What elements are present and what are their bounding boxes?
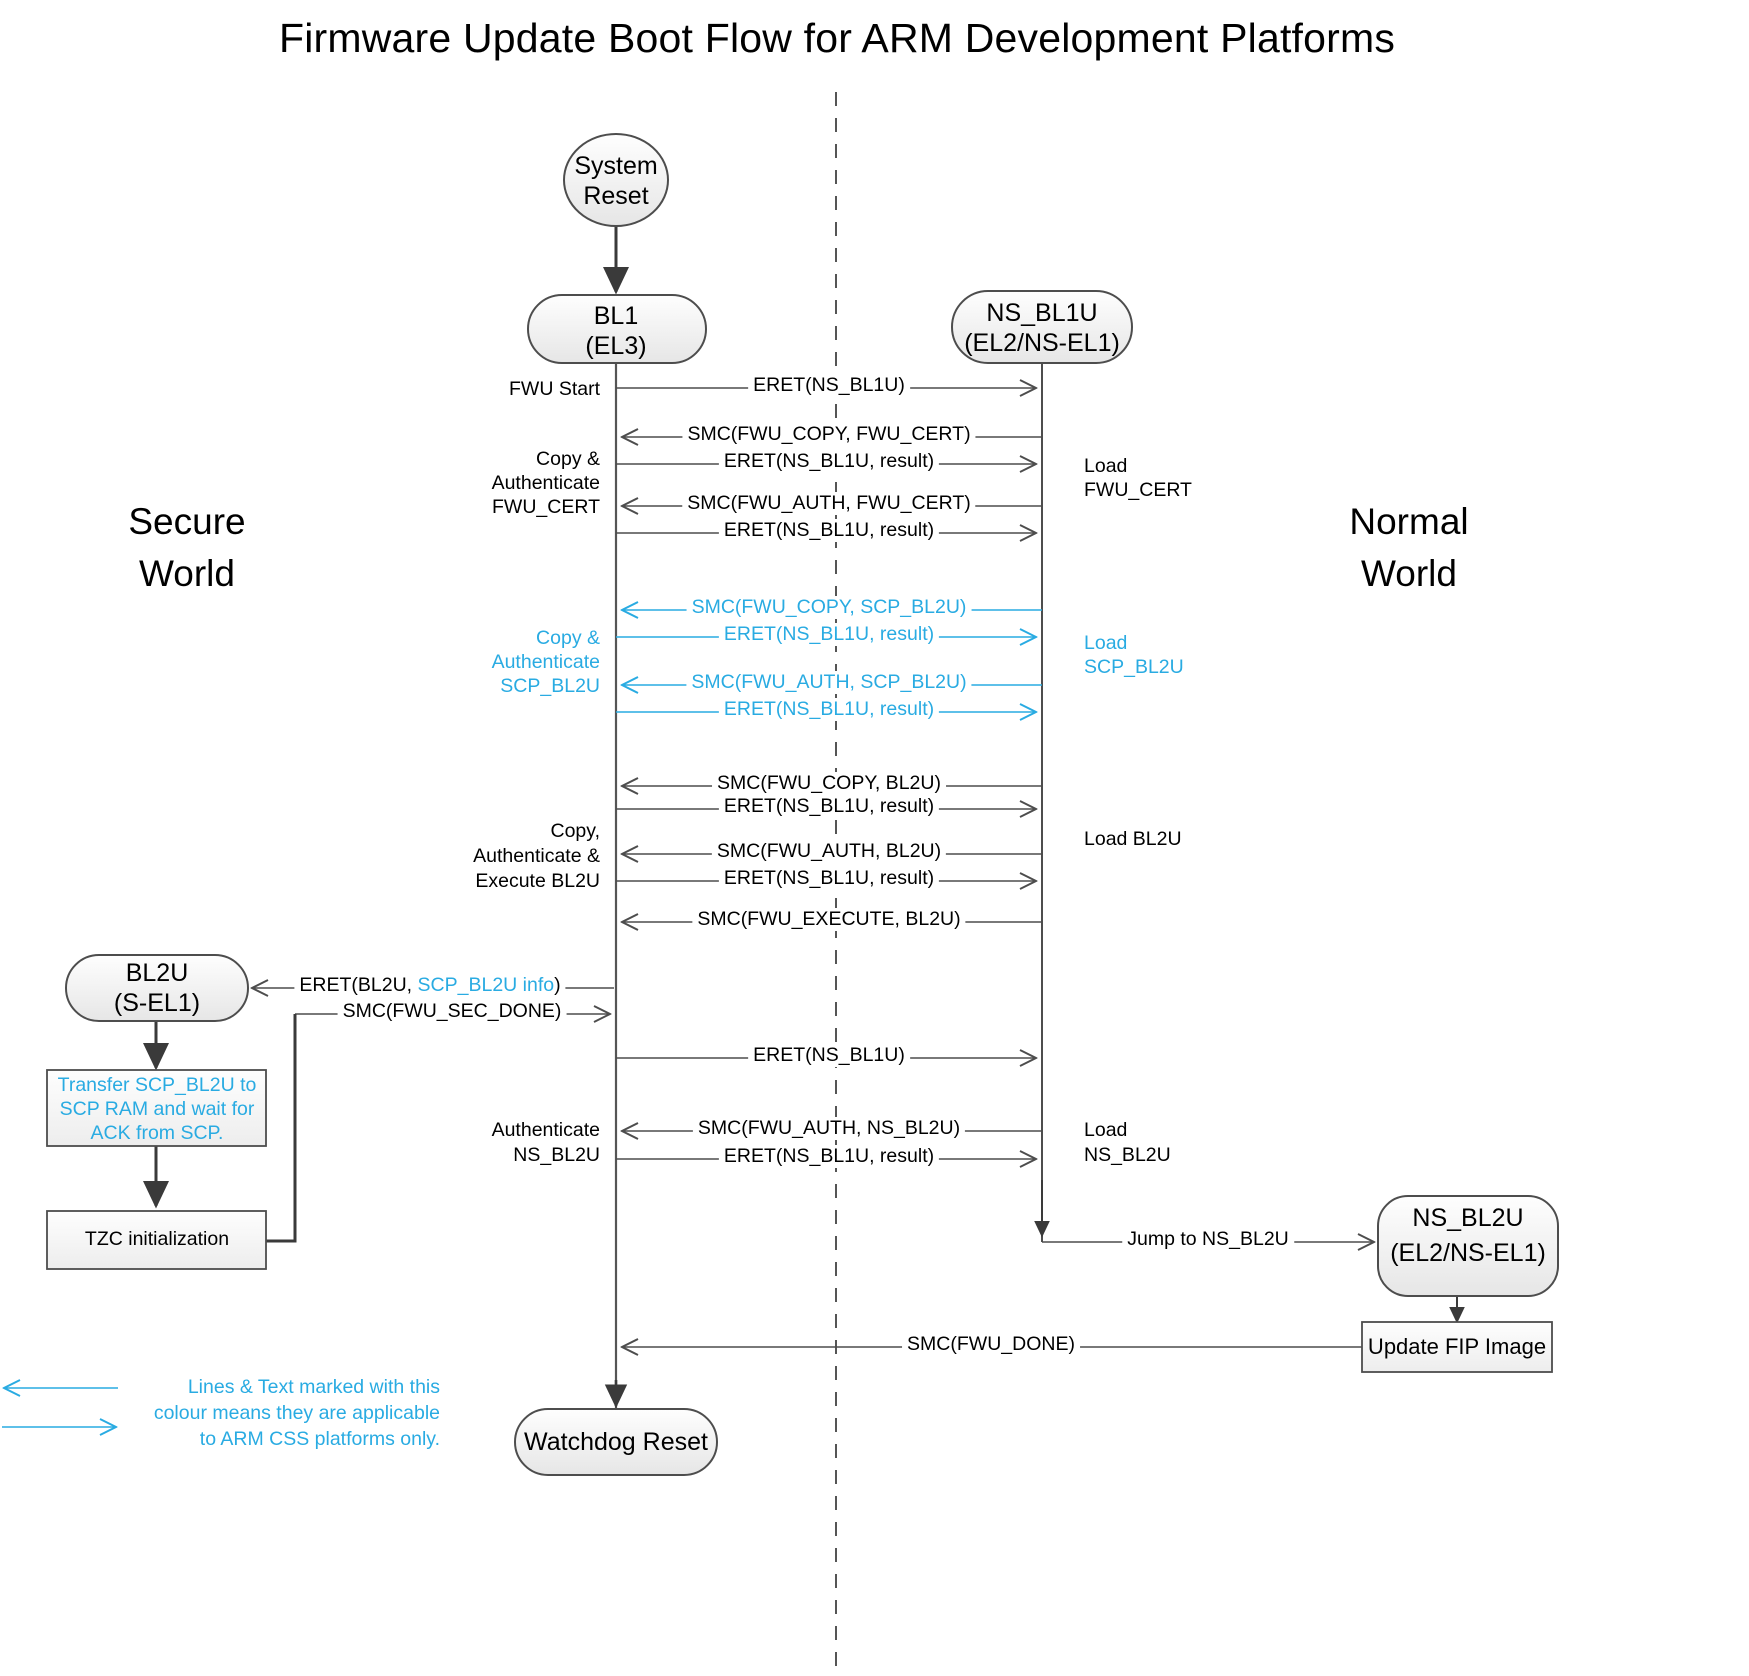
message-label-m10: SMC(FWU_COPY, BL2U) bbox=[712, 772, 946, 795]
left-note-copy-auth-scp-line1: Copy & bbox=[536, 627, 600, 649]
page-title: Firmware Update Boot Flow for ARM Develo… bbox=[278, 15, 1396, 61]
node-bl1-line1: BL1 bbox=[593, 302, 639, 330]
left-note-copy-auth-cert-line3: FWU_CERT bbox=[492, 496, 600, 518]
node-ns-bl1u-line1: NS_BL1U bbox=[986, 299, 1098, 327]
message-label-m17: SMC(FWU_AUTH, NS_BL2U) bbox=[692, 1117, 966, 1140]
box-transfer-shape bbox=[46, 1069, 267, 1147]
node-bl2u-line2: (S-EL1) bbox=[113, 989, 201, 1017]
node-ns-bl2u-shape bbox=[1377, 1195, 1559, 1297]
node-bl1-line2: (EL3) bbox=[585, 332, 647, 360]
message-label-m11: ERET(NS_BL1U, result) bbox=[718, 795, 940, 818]
normal-world-label-line1: Normal bbox=[1349, 501, 1469, 542]
left-note-copy-auth-exec-line2: Authenticate & bbox=[473, 845, 600, 867]
right-note-load-cert-line1: Load bbox=[1084, 455, 1128, 477]
left-note-fwu-start: FWU Start bbox=[509, 378, 600, 400]
node-ns-bl2u-line2: (EL2/NS-EL1) bbox=[1390, 1239, 1546, 1267]
message-label-m4: SMC(FWU_AUTH, FWU_CERT) bbox=[682, 492, 976, 515]
secure-world-label-line2: World bbox=[139, 553, 235, 594]
node-ns-bl1u-line2: (EL2/NS-EL1) bbox=[964, 329, 1120, 357]
message-label-m14: SMC(FWU_EXECUTE, BL2U) bbox=[692, 908, 966, 931]
node-bl1-shape bbox=[527, 294, 707, 364]
message-label-m2: SMC(FWU_COPY, FWU_CERT) bbox=[682, 423, 976, 446]
right-note-load-nsbl2u-line2: NS_BL2U bbox=[1084, 1144, 1171, 1166]
left-note-copy-auth-scp-line3: SCP_BL2U bbox=[500, 675, 600, 697]
left-note-copy-auth-exec-line1: Copy, bbox=[550, 820, 601, 842]
box-tzc-shape bbox=[46, 1210, 267, 1270]
legend-line2: colour means they are applicable bbox=[153, 1402, 440, 1424]
message-label-m16: ERET(NS_BL1U) bbox=[748, 1044, 910, 1067]
message-label-m6: SMC(FWU_COPY, SCP_BL2U) bbox=[686, 596, 972, 619]
eret-bl2u-part2-cyan: SCP_BL2U info bbox=[417, 974, 555, 996]
message-label-m12: SMC(FWU_AUTH, BL2U) bbox=[711, 840, 947, 863]
left-note-auth-nsbl2u-line1: Authenticate bbox=[491, 1119, 600, 1141]
node-ns-bl2u-line1: NS_BL2U bbox=[1412, 1204, 1524, 1232]
right-note-load-scp-line2: SCP_BL2U bbox=[1084, 656, 1184, 678]
legend-line3: to ARM CSS platforms only. bbox=[199, 1428, 440, 1450]
left-note-copy-auth-exec-line3: Execute BL2U bbox=[475, 870, 600, 892]
message-label-m7: ERET(NS_BL1U, result) bbox=[718, 623, 940, 646]
right-note-load-bl2u: Load BL2U bbox=[1084, 828, 1182, 850]
normal-world-label-line2: World bbox=[1361, 553, 1457, 594]
message-label-m18: ERET(NS_BL1U, result) bbox=[718, 1145, 940, 1168]
message-label-m1: ERET(NS_BL1U) bbox=[748, 374, 910, 397]
node-watchdog-shape bbox=[514, 1408, 718, 1476]
node-system-reset-shape bbox=[563, 133, 669, 227]
box-transfer-line1: Transfer SCP_BL2U to bbox=[57, 1074, 257, 1096]
right-note-load-scp-line1: Load bbox=[1084, 632, 1128, 654]
node-bl2u-shape bbox=[65, 954, 249, 1022]
box-transfer-line2: SCP RAM and wait for bbox=[59, 1098, 255, 1120]
secure-world-label-line1: Secure bbox=[128, 501, 246, 542]
box-update-fip-shape bbox=[1361, 1321, 1553, 1373]
left-note-copy-auth-cert-line1: Copy & bbox=[536, 448, 600, 470]
message-label-m5: ERET(NS_BL1U, result) bbox=[718, 519, 940, 542]
message-label-m19: Jump to NS_BL2U bbox=[1122, 1228, 1294, 1251]
node-watchdog-reset-label: Watchdog Reset bbox=[524, 1428, 708, 1456]
right-note-load-cert-line2: FWU_CERT bbox=[1084, 479, 1192, 501]
box-tzc-label: TZC initialization bbox=[84, 1228, 230, 1250]
left-note-auth-nsbl2u-line2: NS_BL2U bbox=[513, 1144, 600, 1166]
message-label-eret-bl2u: ERET(BL2U, SCP_BL2U info) bbox=[294, 974, 566, 997]
node-system-reset-line1: System bbox=[574, 152, 658, 180]
box-update-fip-label: Update FIP Image bbox=[1367, 1334, 1547, 1359]
left-note-copy-auth-scp-line2: Authenticate bbox=[491, 651, 600, 673]
legend-line1: Lines & Text marked with this bbox=[187, 1376, 440, 1398]
message-label-m15: SMC(FWU_SEC_DONE) bbox=[337, 1000, 567, 1023]
eret-bl2u-part1: ERET(BL2U, bbox=[299, 974, 418, 996]
message-label-m8: SMC(FWU_AUTH, SCP_BL2U) bbox=[686, 671, 972, 694]
node-bl2u-line1: BL2U bbox=[125, 959, 189, 987]
message-label-m3: ERET(NS_BL1U, result) bbox=[718, 450, 940, 473]
eret-bl2u-part3: ) bbox=[554, 974, 561, 996]
left-note-copy-auth-cert-line2: Authenticate bbox=[491, 472, 600, 494]
box-transfer-line3: ACK from SCP. bbox=[90, 1122, 224, 1144]
message-label-m20: SMC(FWU_DONE) bbox=[902, 1333, 1080, 1356]
message-label-m9: ERET(NS_BL1U, result) bbox=[718, 698, 940, 721]
message-label-m13: ERET(NS_BL1U, result) bbox=[718, 867, 940, 890]
node-ns-bl1u-shape bbox=[951, 290, 1133, 364]
right-note-load-nsbl2u-line1: Load bbox=[1084, 1119, 1128, 1141]
node-system-reset-line2: Reset bbox=[583, 182, 649, 210]
